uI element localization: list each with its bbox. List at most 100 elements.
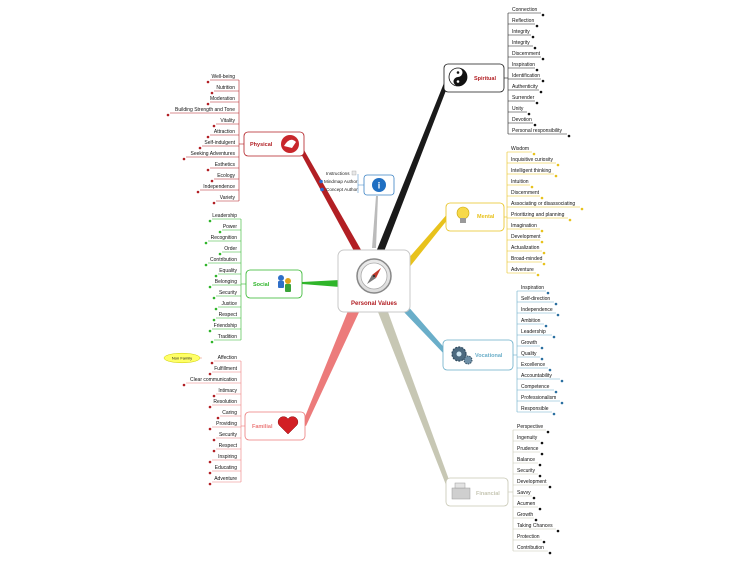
leaf-item-financial[interactable]: Prudence xyxy=(517,446,539,452)
leaf-item-mental[interactable]: Broad-minded xyxy=(511,256,543,262)
leaf-item-vocational[interactable]: Growth xyxy=(521,340,537,346)
leaf-item-physical[interactable]: Vitality xyxy=(220,118,235,124)
leaf-item-vocational[interactable]: Professionalism xyxy=(521,395,556,401)
leaf-item-financial[interactable]: Balance xyxy=(517,457,535,463)
leaf-item-familial[interactable]: Educating xyxy=(215,465,237,471)
leaf-item-spiritual[interactable]: Integrity xyxy=(512,29,530,35)
leaf-item-vocational[interactable]: Responsible xyxy=(521,406,549,412)
leaf-item-financial[interactable]: Protection xyxy=(517,534,540,540)
leaf-item-mental[interactable]: Imagination xyxy=(511,223,537,229)
center-node[interactable]: Personal Values xyxy=(337,249,411,313)
leaf-item-financial[interactable]: Acumen xyxy=(517,501,536,507)
leaf-item-mental[interactable]: Adventure xyxy=(511,267,534,273)
leaf-item-vocational[interactable]: Ambition xyxy=(521,318,541,324)
leaf-item-familial[interactable]: Adventure xyxy=(214,476,237,482)
branch-vocational[interactable]: Vocational xyxy=(442,339,514,371)
leaf-item-familial[interactable]: Fulfillment xyxy=(214,366,237,372)
leaf-item-financial[interactable]: Contribution xyxy=(517,545,544,551)
leaf-item-familial[interactable]: Intimacy xyxy=(218,388,237,394)
leaf-item-social[interactable]: Order xyxy=(224,246,237,252)
leaf-item-physical[interactable]: Ecology xyxy=(217,173,235,179)
leaf-marker-icon xyxy=(535,24,539,28)
leaf-item-vocational[interactable]: Inspiration xyxy=(521,285,544,291)
leaf-item-social[interactable]: Power xyxy=(223,224,238,230)
leaf-item-spiritual[interactable]: Discernment xyxy=(512,51,541,57)
leaf-item-physical[interactable]: Self-indulgent xyxy=(204,140,235,146)
leaf-item-financial[interactable]: Ingenuity xyxy=(517,435,538,441)
leaf-item-physical[interactable]: Seeking Adventures xyxy=(191,151,236,157)
leaf-item-spiritual[interactable]: Personal responsibility xyxy=(512,128,563,134)
leaf-item-social[interactable]: Justice xyxy=(221,301,237,307)
branch-mental[interactable]: Mental xyxy=(445,202,505,232)
leaf-item-vocational[interactable]: Competence xyxy=(521,384,550,390)
leaf-item-physical[interactable]: Independence xyxy=(203,184,235,190)
leaf-item-spiritual[interactable]: Devotion xyxy=(512,117,532,123)
info-item-concept-author[interactable]: Concept Author xyxy=(326,187,358,192)
leaf-item-mental[interactable]: Associating or disassociating xyxy=(511,201,575,207)
leaf-item-familial[interactable]: Resolution xyxy=(213,399,237,405)
leaf-item-vocational[interactable]: Accountability xyxy=(521,373,552,379)
leaf-marker-icon xyxy=(208,427,212,431)
leaf-item-physical[interactable]: Nutrition xyxy=(216,85,235,91)
leaf-item-mental[interactable]: Inquisitive curiosity xyxy=(511,157,553,163)
leaf-item-familial[interactable]: Affection xyxy=(218,355,238,361)
leaf-item-financial[interactable]: Security xyxy=(517,468,536,474)
leaf-item-financial[interactable]: Savvy xyxy=(517,490,531,496)
leaf-item-social[interactable]: Equality xyxy=(219,268,237,274)
leaf-item-spiritual[interactable]: Surrender xyxy=(512,95,535,101)
leaf-item-physical[interactable]: Variety xyxy=(220,195,236,201)
leaf-item-social[interactable]: Friendship xyxy=(214,323,238,329)
leaf-item-mental[interactable]: Discernment xyxy=(511,190,540,196)
leaf-item-spiritual[interactable]: Integrity xyxy=(512,40,530,46)
leaf-item-physical[interactable]: Well-being xyxy=(211,74,235,80)
leaf-item-vocational[interactable]: Leadership xyxy=(521,329,546,335)
leaf-item-familial[interactable]: Caring xyxy=(222,410,237,416)
leaf-item-mental[interactable]: Prioritizing and planning xyxy=(511,212,565,218)
leaf-item-financial[interactable]: Taking Chances xyxy=(517,523,553,529)
branch-financial[interactable]: Financial xyxy=(445,477,509,507)
leaf-item-spiritual[interactable]: Reflection xyxy=(512,18,534,24)
info-item-mindmap-author[interactable]: Mindmap Author xyxy=(324,179,358,184)
leaf-marker-icon xyxy=(542,540,546,544)
leaf-item-familial[interactable]: Providing xyxy=(216,421,237,427)
leaf-item-familial[interactable]: Respect xyxy=(219,443,238,449)
non-family-callout[interactable]: Non Family xyxy=(163,352,202,364)
branch-physical[interactable]: Physical xyxy=(243,131,305,157)
leaf-item-mental[interactable]: Wisdom xyxy=(511,146,529,152)
leaf-item-social[interactable]: Contribution xyxy=(210,257,237,263)
leaf-item-mental[interactable]: Actualization xyxy=(511,245,540,251)
leaf-item-vocational[interactable]: Independence xyxy=(521,307,553,313)
leaf-item-familial[interactable]: Security xyxy=(219,432,238,438)
leaf-item-social[interactable]: Tradition xyxy=(218,334,237,340)
leaf-item-vocational[interactable]: Quality xyxy=(521,351,537,357)
leaf-item-mental[interactable]: Intelligent thinking xyxy=(511,168,551,174)
leaf-item-mental[interactable]: Development xyxy=(511,234,541,240)
leaf-item-familial[interactable]: Inspiring xyxy=(218,454,237,460)
leaf-item-financial[interactable]: Perspective xyxy=(517,424,543,430)
branch-familial[interactable]: Familial xyxy=(244,411,306,441)
leaf-item-social[interactable]: Leadership xyxy=(212,213,237,219)
leaf-item-physical[interactable]: Esthetics xyxy=(215,162,236,168)
leaf-item-spiritual[interactable]: Inspiration xyxy=(512,62,535,68)
info-item-instructions[interactable]: Instructions xyxy=(326,171,350,176)
leaf-item-social[interactable]: Belonging xyxy=(215,279,237,285)
leaf-item-financial[interactable]: Development xyxy=(517,479,547,485)
leaf-item-spiritual[interactable]: Identification xyxy=(512,73,540,79)
leaf-item-physical[interactable]: Building Strength and Tone xyxy=(175,107,235,113)
leaf-item-social[interactable]: Respect xyxy=(219,312,238,318)
branch-spiritual[interactable]: Spiritual xyxy=(443,63,505,93)
leaf-item-mental[interactable]: Intuition xyxy=(511,179,529,185)
leaf-item-social[interactable]: Security xyxy=(219,290,238,296)
leaf-item-physical[interactable]: Attraction xyxy=(214,129,235,135)
leaf-item-financial[interactable]: Growth xyxy=(517,512,533,518)
leaf-item-spiritual[interactable]: Unity xyxy=(512,106,524,112)
leaf-item-vocational[interactable]: Excellence xyxy=(521,362,545,368)
leaf-item-physical[interactable]: Moderation xyxy=(210,96,235,102)
leaf-item-spiritual[interactable]: Authenticity xyxy=(512,84,538,90)
leaf-item-social[interactable]: Recognition xyxy=(211,235,238,241)
leaf-item-vocational[interactable]: Self-direction xyxy=(521,296,550,302)
branch-social[interactable]: Social xyxy=(245,269,303,299)
leaf-item-spiritual[interactable]: Connection xyxy=(512,7,538,13)
info-node[interactable]: i Instructions Mindmap Author Concept Au… xyxy=(319,170,395,196)
leaf-item-familial[interactable]: Clear communication xyxy=(190,377,237,383)
